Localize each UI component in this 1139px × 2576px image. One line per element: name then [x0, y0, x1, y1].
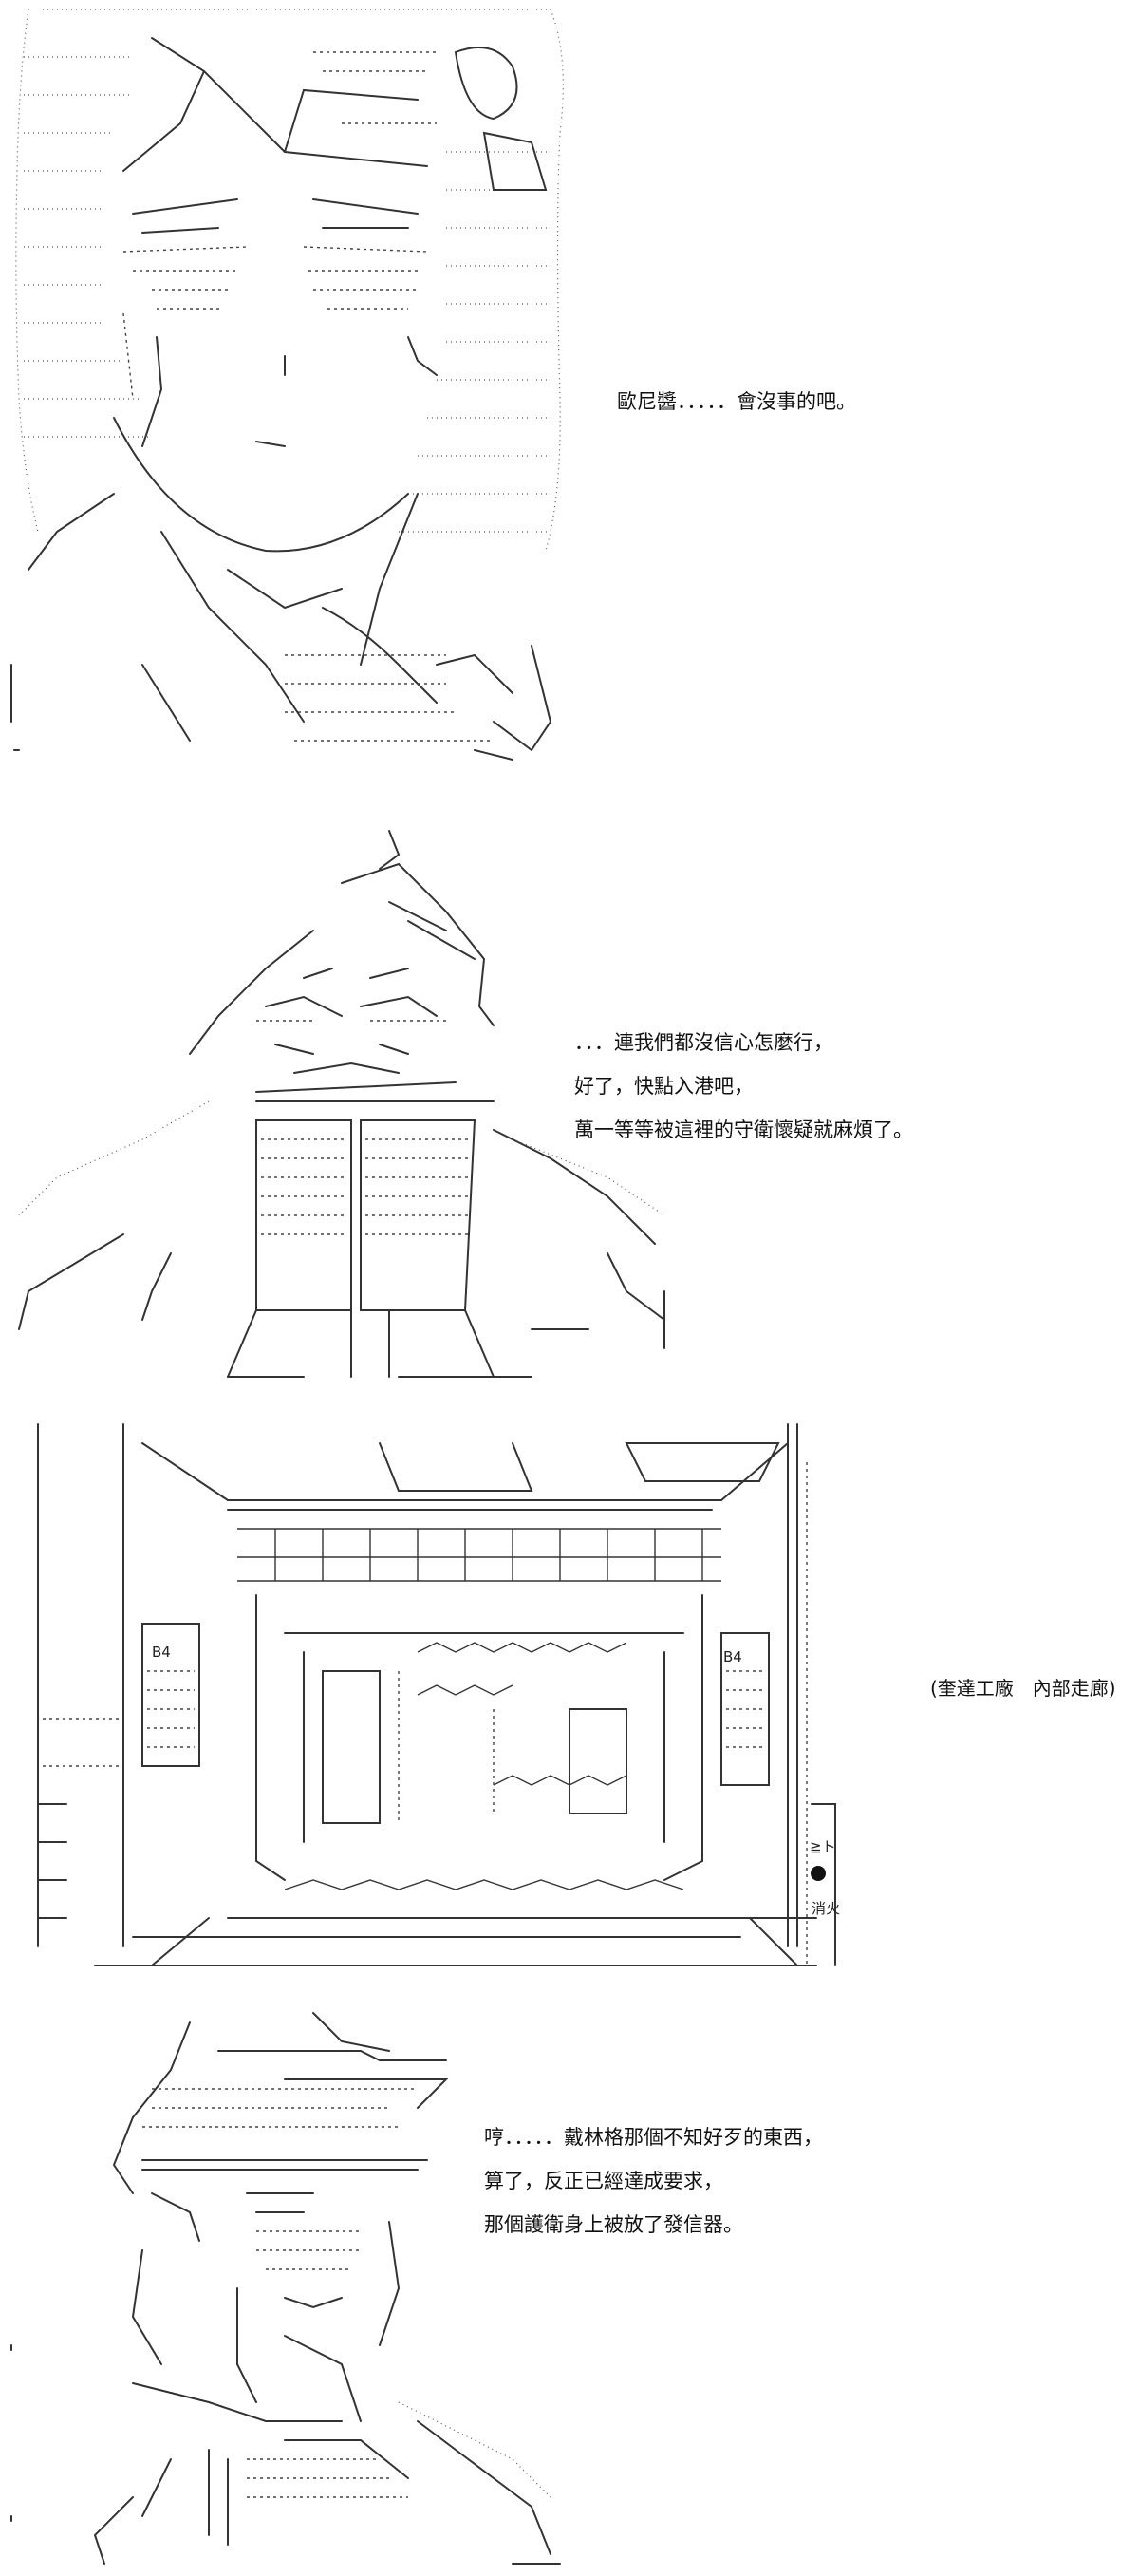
hooded-man-art: [18, 830, 665, 1378]
fire-sign-mark: ≧ト: [810, 1838, 836, 1855]
fire-sign: 消火: [812, 1900, 840, 1917]
panel-3-caption: (奎達工廠 內部走廊): [930, 1666, 1116, 1710]
dialogue-line: 好了，快點入港吧，: [574, 1075, 754, 1098]
panel-3: B4 B4 ≧ト 消火 (奎達工廠 內部走廊): [0, 1405, 1139, 1984]
crying-girl-art: [10, 9, 564, 761]
panel-1-caption: 歐尼醬．．．．．會沒事的吧。: [617, 380, 856, 423]
location-caption: (奎達工廠 內部走廊): [930, 1677, 1116, 1700]
panel-4-caption: 哼．．．．．戴林格那個不知好歹的東西， 算了，反正已經達成要求， 那個護衛身上被…: [484, 2115, 823, 2247]
panel-1: 歐尼醬．．．．．會沒事的吧。: [0, 0, 1139, 788]
dialogue-line: 哼．．．．．戴林格那個不知好歹的東西，: [484, 2126, 823, 2149]
b4-sign: B4: [152, 1644, 171, 1661]
dialogue-line: 歐尼醬．．．．．會沒事的吧。: [617, 390, 856, 413]
b4-sign-right: B4: [723, 1648, 742, 1665]
panel-2-caption: ．．．連我們都沒信心怎麼行， 好了，快點入港吧， 萬一等等被這裡的守衛懷疑就麻煩…: [574, 1021, 913, 1152]
fire-alarm-icon: [811, 1866, 826, 1881]
panel-2: ．．．連我們都沒信心怎麼行， 好了，快點入港吧， 萬一等等被這裡的守衛懷疑就麻煩…: [0, 817, 1139, 1386]
dialogue-line: 那個護衛身上被放了發信器。: [484, 2213, 743, 2236]
panel-4: 哼．．．．．戴林格那個不知好歹的東西， 算了，反正已經達成要求， 那個護衛身上被…: [0, 2003, 1139, 2573]
dialogue-line: ．．．連我們都沒信心怎麼行，: [574, 1031, 833, 1054]
headband-man-art: [10, 2012, 561, 2565]
factory-corridor-art: B4 B4 ≧ト 消火: [37, 1423, 840, 1966]
dialogue-line: 算了，反正已經達成要求，: [484, 2170, 723, 2192]
dialogue-line: 萬一等等被這裡的守衛懷疑就麻煩了。: [574, 1119, 913, 1141]
